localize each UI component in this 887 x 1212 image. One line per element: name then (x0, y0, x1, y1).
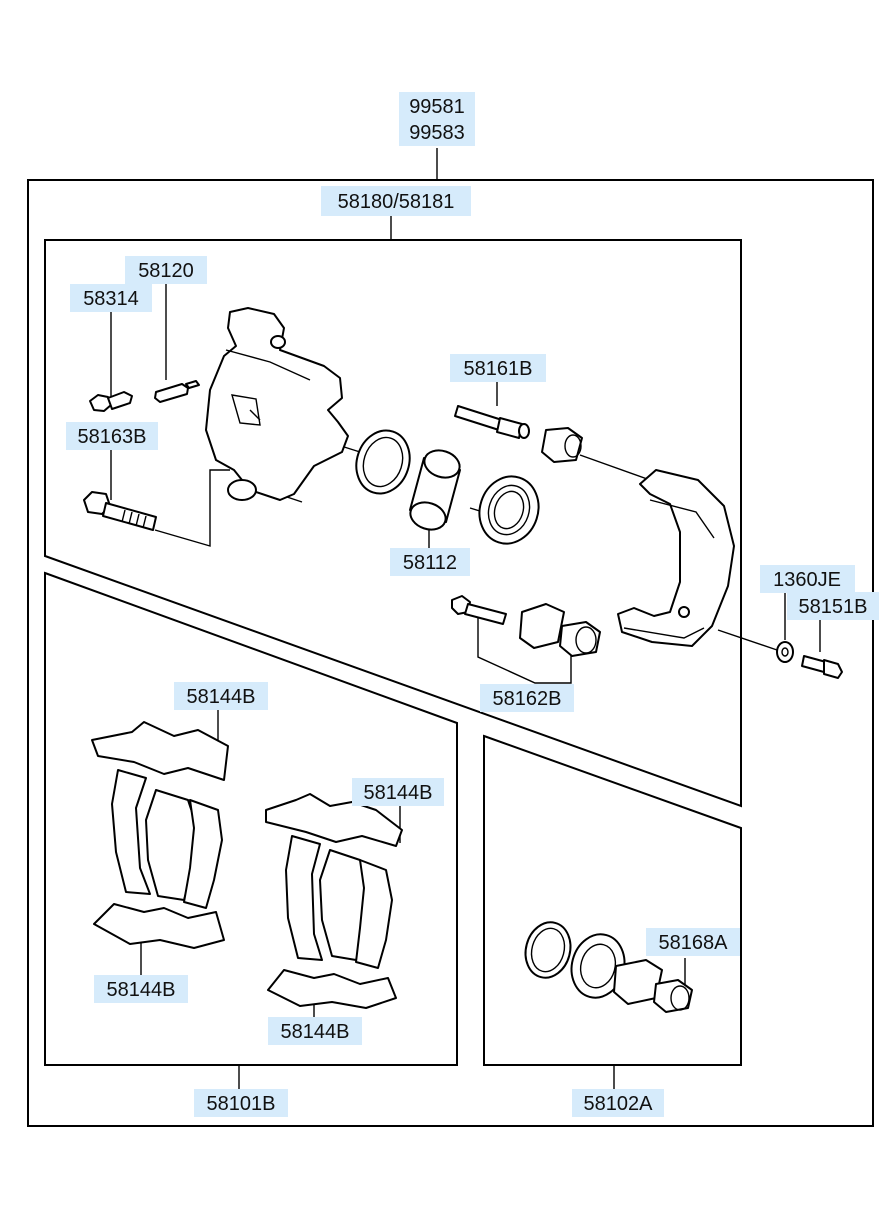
svg-text:58102A: 58102A (584, 1093, 654, 1115)
piston-drawing (409, 449, 461, 531)
svg-text:58120: 58120 (138, 260, 194, 282)
caliper-body-drawing (205, 307, 349, 501)
label-1360je: 1360JE (760, 565, 855, 593)
piston-seal-drawing (355, 429, 411, 495)
seal-kit-bushing-drawing (613, 959, 693, 1013)
label-58120: 58120 (125, 256, 207, 284)
svg-text:58314: 58314 (83, 288, 139, 310)
pad-kit-frame (44, 571, 458, 1066)
pad-set-left-drawing (91, 721, 229, 949)
svg-text:58180/58181: 58180/58181 (338, 191, 455, 213)
label-58144b-top-right: 58144B (352, 778, 444, 806)
svg-text:58151B: 58151B (799, 596, 868, 618)
label-58161b: 58161B (450, 354, 546, 382)
seal-kit-ring-drawing (524, 921, 572, 979)
washer-drawing (776, 641, 794, 663)
label-58112: 58112 (390, 548, 470, 576)
label-58102a: 58102A (572, 1089, 664, 1117)
lower-bushing-drawing (519, 603, 601, 657)
bleeder-cap-drawing (154, 380, 200, 403)
caliper-assembly-frame (44, 239, 742, 808)
svg-text:58101B: 58101B (207, 1093, 276, 1115)
lower-guide-bolt-drawing (451, 595, 507, 625)
guide-bolt-drawing (83, 491, 157, 531)
bleeder-screw-drawing (89, 391, 133, 412)
label-58144b-top-left: 58144B (174, 682, 268, 710)
svg-text:58144B: 58144B (281, 1021, 350, 1043)
label-58314: 58314 (70, 284, 152, 312)
label-58144b-bottom-right: 58144B (268, 1017, 362, 1045)
svg-text:58163B: 58163B (78, 426, 147, 448)
label-58168a: 58168A (646, 928, 740, 956)
svg-text:58168A: 58168A (659, 932, 729, 954)
label-58162b: 58162B (480, 684, 574, 712)
outer-assembly-frame (27, 179, 874, 1127)
svg-text:99581: 99581 (409, 96, 465, 118)
svg-text:1360JE: 1360JE (773, 569, 841, 591)
label-58151b: 58151B (787, 592, 879, 620)
label-58101b: 58101B (194, 1089, 288, 1117)
svg-text:58144B: 58144B (187, 686, 256, 708)
svg-text:58112: 58112 (403, 552, 457, 574)
seal-kit-boot-drawing (570, 933, 626, 999)
label-99583: 99583 (399, 118, 475, 146)
label-58163b: 58163B (66, 422, 158, 450)
pad-set-right-drawing (265, 793, 403, 1009)
guide-pin-boot-drawing (541, 427, 583, 463)
mounting-bolt-drawing (801, 655, 843, 679)
guide-pin-drawing (454, 405, 530, 439)
label-58180-58181: 58180/58181 (321, 186, 471, 216)
svg-text:58144B: 58144B (107, 979, 176, 1001)
svg-text:58162B: 58162B (493, 688, 562, 710)
svg-text:58144B: 58144B (364, 782, 433, 804)
seal-kit-frame (483, 734, 742, 1066)
label-58144b-bottom-left: 58144B (94, 975, 188, 1003)
svg-text:58161B: 58161B (464, 358, 533, 380)
caliper-bracket-drawing (617, 469, 735, 647)
label-99581: 99581 (399, 92, 475, 120)
dust-boot-drawing (478, 475, 540, 545)
svg-text:99583: 99583 (409, 122, 465, 144)
